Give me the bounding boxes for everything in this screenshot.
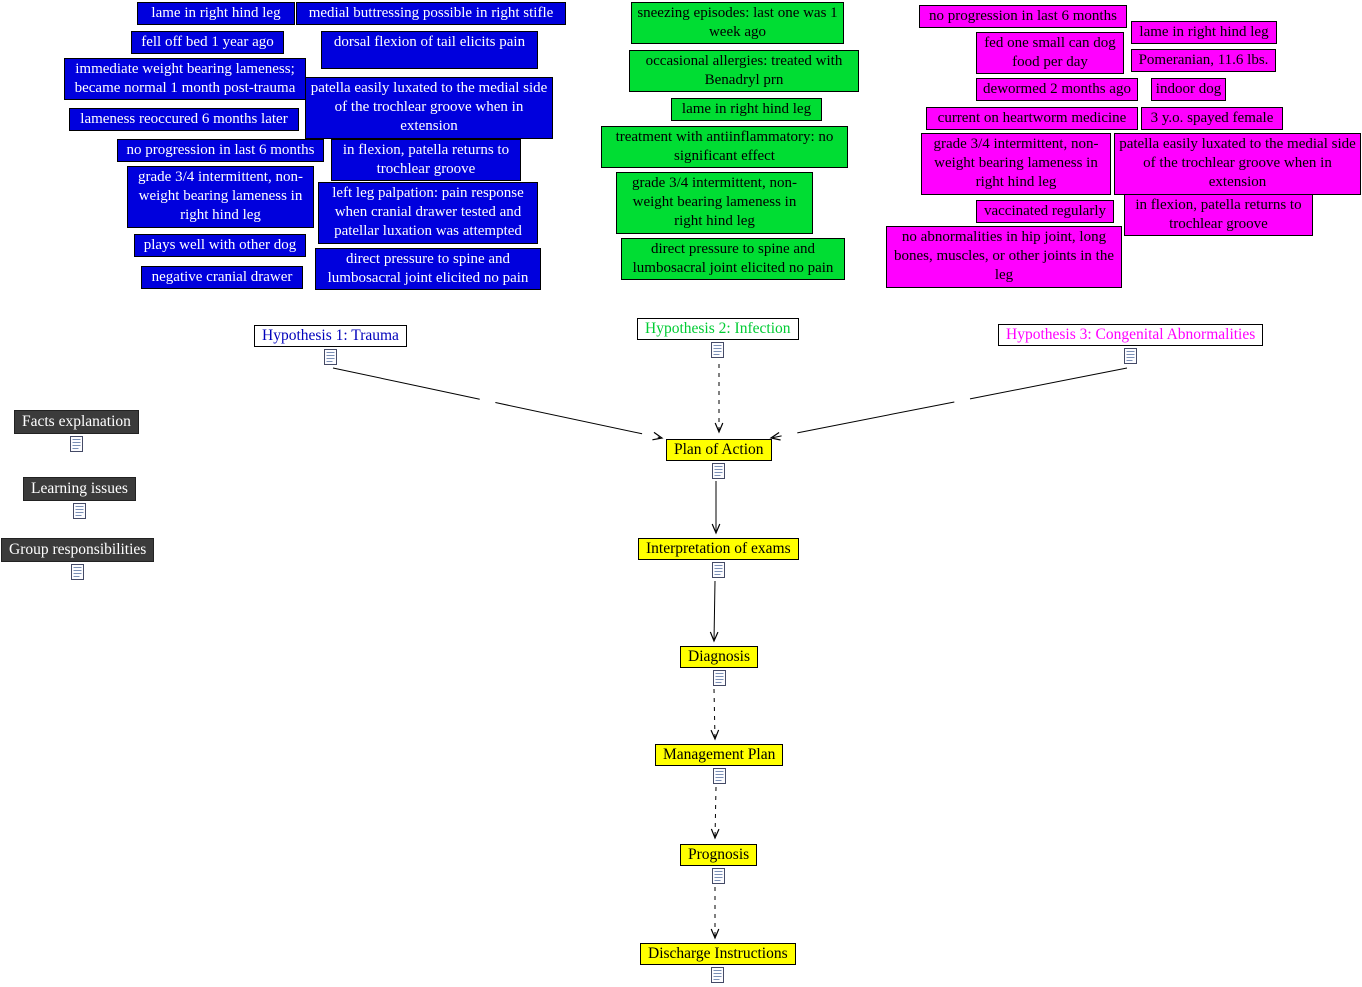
- flow-node-discharge-instructions: Discharge Instructions: [640, 943, 796, 983]
- congenital-fact-note[interactable]: patella easily luxated to the medial sid…: [1114, 133, 1361, 195]
- flow-node-management-plan: Management Plan: [655, 744, 784, 784]
- trauma-fact-note[interactable]: lame in right hind leg: [137, 2, 295, 26]
- group-responsibilities-label[interactable]: Group responsibilities: [1, 538, 155, 562]
- congenital-fact-note[interactable]: Pomeranian, 11.6 lbs.: [1131, 49, 1276, 73]
- infection-fact-note[interactable]: lame in right hind leg: [671, 98, 822, 122]
- congenital-fact-note[interactable]: vaccinated regularly: [976, 200, 1114, 224]
- document-icon[interactable]: [71, 564, 85, 580]
- flow-node-prognosis: Prognosis: [680, 844, 758, 884]
- trauma-fact-note[interactable]: patella easily luxated to the medial sid…: [305, 77, 553, 139]
- hypothesis-node-congenital: Hypothesis 3: Congenital Abnormalities: [998, 324, 1264, 364]
- flow-node-plan-of-action: Plan of Action: [666, 439, 772, 479]
- document-icon[interactable]: [712, 868, 726, 884]
- trauma-fact-note[interactable]: fell off bed 1 year ago: [131, 31, 284, 55]
- sidebar-node-group-responsibilities: Group responsibilities: [1, 538, 155, 580]
- hypothesis-node-trauma: Hypothesis 1: Trauma: [254, 325, 407, 365]
- prognosis-label[interactable]: Prognosis: [680, 844, 758, 866]
- document-icon[interactable]: [1124, 348, 1138, 364]
- management-plan-label[interactable]: Management Plan: [655, 744, 784, 766]
- congenital-fact-note[interactable]: no progression in last 6 months: [919, 5, 1127, 29]
- hypothesis-node-infection: Hypothesis 2: Infection: [637, 318, 799, 358]
- document-icon[interactable]: [711, 967, 725, 983]
- learning-issues-label[interactable]: Learning issues: [23, 477, 136, 501]
- congenital-fact-note[interactable]: 3 y.o. spayed female: [1141, 107, 1283, 131]
- congenital-fact-note[interactable]: in flexion, patella returns to trochlear…: [1124, 194, 1313, 237]
- sidebar-node-facts-explanation: Facts explanation: [14, 410, 139, 452]
- plan-of-action-label[interactable]: Plan of Action: [666, 439, 772, 461]
- hypothesis-3-label[interactable]: Hypothesis 3: Congenital Abnormalities: [998, 324, 1264, 346]
- document-icon[interactable]: [323, 349, 337, 365]
- trauma-fact-note[interactable]: dorsal flexion of tail elicits pain: [321, 31, 538, 69]
- infection-fact-note[interactable]: direct pressure to spine and lumbosacral…: [621, 238, 845, 281]
- flow-node-diagnosis: Diagnosis: [680, 646, 758, 686]
- document-icon[interactable]: [712, 768, 726, 784]
- trauma-fact-note[interactable]: direct pressure to spine and lumbosacral…: [315, 248, 541, 291]
- congenital-fact-note[interactable]: indoor dog: [1151, 78, 1226, 102]
- hypothesis-1-label[interactable]: Hypothesis 1: Trauma: [254, 325, 407, 347]
- trauma-fact-note[interactable]: no progression in last 6 months: [117, 139, 324, 163]
- diagnosis-label[interactable]: Diagnosis: [680, 646, 758, 668]
- infection-fact-note[interactable]: treatment with antiinflammatory: no sign…: [601, 126, 848, 169]
- document-icon[interactable]: [72, 503, 86, 519]
- congenital-fact-note[interactable]: current on heartworm medicine: [926, 107, 1138, 131]
- document-icon[interactable]: [711, 562, 725, 578]
- trauma-fact-note[interactable]: immediate weight bearing lameness; becam…: [64, 58, 306, 101]
- congenital-fact-note[interactable]: grade 3/4 intermittent, non-weight beari…: [921, 133, 1111, 195]
- infection-fact-note[interactable]: sneezing episodes: last one was 1 week a…: [631, 2, 844, 45]
- trauma-fact-note[interactable]: negative cranial drawer: [141, 266, 303, 290]
- facts-explanation-label[interactable]: Facts explanation: [14, 410, 139, 434]
- trauma-fact-note[interactable]: medial buttressing possible in right sti…: [296, 2, 566, 26]
- flow-node-interpretation-of-exams: Interpretation of exams: [638, 538, 799, 578]
- trauma-fact-note[interactable]: plays well with other dog: [134, 234, 306, 258]
- document-icon[interactable]: [712, 463, 726, 479]
- sidebar-node-learning-issues: Learning issues: [23, 477, 136, 519]
- interpretation-of-exams-label[interactable]: Interpretation of exams: [638, 538, 799, 560]
- document-icon[interactable]: [69, 436, 83, 452]
- hypothesis-2-label[interactable]: Hypothesis 2: Infection: [637, 318, 799, 340]
- trauma-fact-note[interactable]: left leg palpation: pain response when c…: [318, 182, 538, 244]
- infection-fact-note[interactable]: grade 3/4 intermittent, non-weight beari…: [616, 172, 813, 234]
- congenital-fact-note[interactable]: no abnormalities in hip joint, long bone…: [886, 226, 1122, 288]
- congenital-fact-note[interactable]: fed one small can dog food per day: [976, 32, 1124, 75]
- congenital-fact-note[interactable]: dewormed 2 months ago: [976, 78, 1138, 102]
- congenital-fact-note[interactable]: lame in right hind leg: [1131, 21, 1277, 45]
- trauma-fact-note[interactable]: grade 3/4 intermittent, non-weight beari…: [127, 166, 314, 228]
- infection-fact-note[interactable]: occasional allergies: treated with Benad…: [629, 50, 859, 93]
- trauma-fact-note[interactable]: lameness reoccured 6 months later: [69, 108, 299, 132]
- document-icon[interactable]: [712, 670, 726, 686]
- discharge-instructions-label[interactable]: Discharge Instructions: [640, 943, 796, 965]
- document-icon[interactable]: [711, 342, 725, 358]
- trauma-fact-note[interactable]: in flexion, patella returns to trochlear…: [331, 139, 521, 182]
